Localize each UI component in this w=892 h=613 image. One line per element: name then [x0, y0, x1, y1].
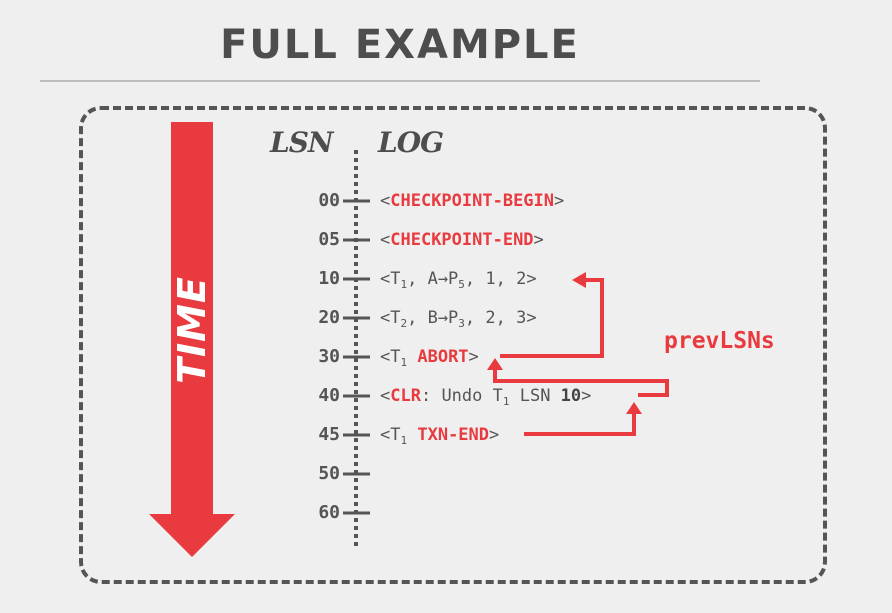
lsn-number: 60 — [318, 502, 340, 523]
log-record-text: 1 — [400, 434, 408, 447]
log-record-text: 3 — [458, 317, 465, 330]
lsn-number: 45 — [318, 424, 340, 445]
log-record-text: 2 — [400, 317, 408, 330]
log-record-text: 1 — [502, 395, 510, 408]
lsn-number: 05 — [318, 229, 340, 250]
log-record: <T1 TXN-END> — [380, 425, 499, 451]
log-record: <T1 ABORT> — [380, 347, 479, 373]
log-record-text: 1 — [400, 356, 408, 369]
log-record-text — [407, 425, 417, 445]
log-record-text: < — [380, 386, 391, 406]
log-record-text: < — [380, 230, 391, 250]
log-record-text: > — [533, 230, 544, 250]
lsn-number: 30 — [318, 346, 340, 367]
log-record-text: , B→P — [407, 308, 459, 328]
log-record: <T2, B→P3, 2, 3> — [380, 308, 537, 334]
log-header: LOG — [378, 126, 444, 159]
log-record-text: <T — [380, 425, 401, 445]
log-record-text: , 2, 3> — [464, 308, 537, 328]
log-record: <CHECKPOINT-END> — [380, 230, 544, 250]
log-record-text: 10 — [560, 386, 582, 406]
log-record-text: > — [581, 386, 592, 406]
log-record-text: <T — [380, 308, 401, 328]
prevlsn-link-30-to-10 — [500, 278, 604, 358]
title-divider — [40, 80, 760, 82]
page-title: FULL EXAMPLE — [220, 22, 580, 68]
log-record-text: > — [468, 347, 479, 367]
prevlsn-link-40-to-30 — [493, 366, 669, 397]
lsn-number: 50 — [318, 463, 340, 484]
prevlsns-label: prevLSNs — [664, 328, 775, 354]
arrowheads — [487, 272, 642, 414]
log-record-text: , A→P — [407, 269, 459, 289]
log-record-text: CHECKPOINT-BEGIN — [390, 191, 555, 211]
log-record-text: CHECKPOINT-END — [390, 230, 534, 250]
prevlsn-arrows — [493, 278, 669, 436]
log-record-text: ABORT — [417, 347, 469, 367]
time-label: TIME — [170, 276, 214, 384]
arrowhead-icon — [487, 358, 503, 370]
log-record-text: 1 — [400, 278, 408, 291]
log-record-text: > — [554, 191, 565, 211]
timeline-ticks — [343, 199, 370, 515]
log-record-text: 5 — [458, 278, 465, 291]
log-record: <CHECKPOINT-BEGIN> — [380, 191, 564, 211]
log-record-text: > — [489, 425, 500, 445]
lsn-number: 00 — [318, 190, 340, 211]
log-record-text: <T — [380, 347, 401, 367]
prevlsn-link-45-to-40 — [524, 414, 636, 436]
log-record-text: CLR — [390, 386, 421, 406]
lsn-header: LSN — [270, 126, 334, 159]
time-arrow-icon — [149, 122, 235, 557]
log-record-text: TXN-END — [417, 425, 490, 445]
lsn-number: 10 — [318, 268, 340, 289]
log-record: <T1, A→P5, 1, 2> — [380, 269, 537, 295]
log-record-text — [407, 347, 417, 367]
log-record-text: <T — [380, 269, 401, 289]
example-frame — [79, 106, 827, 584]
log-record-text: : Undo T — [420, 386, 503, 406]
log-record: <CLR: Undo T1 LSN 10> — [380, 386, 591, 412]
arrowhead-icon — [626, 402, 642, 414]
log-record-text: < — [380, 191, 391, 211]
lsn-number: 20 — [318, 307, 340, 328]
lsn-number: 40 — [318, 385, 340, 406]
log-record-text: LSN — [509, 386, 561, 406]
log-record-text: , 1, 2> — [464, 269, 537, 289]
arrowhead-icon — [572, 272, 586, 288]
